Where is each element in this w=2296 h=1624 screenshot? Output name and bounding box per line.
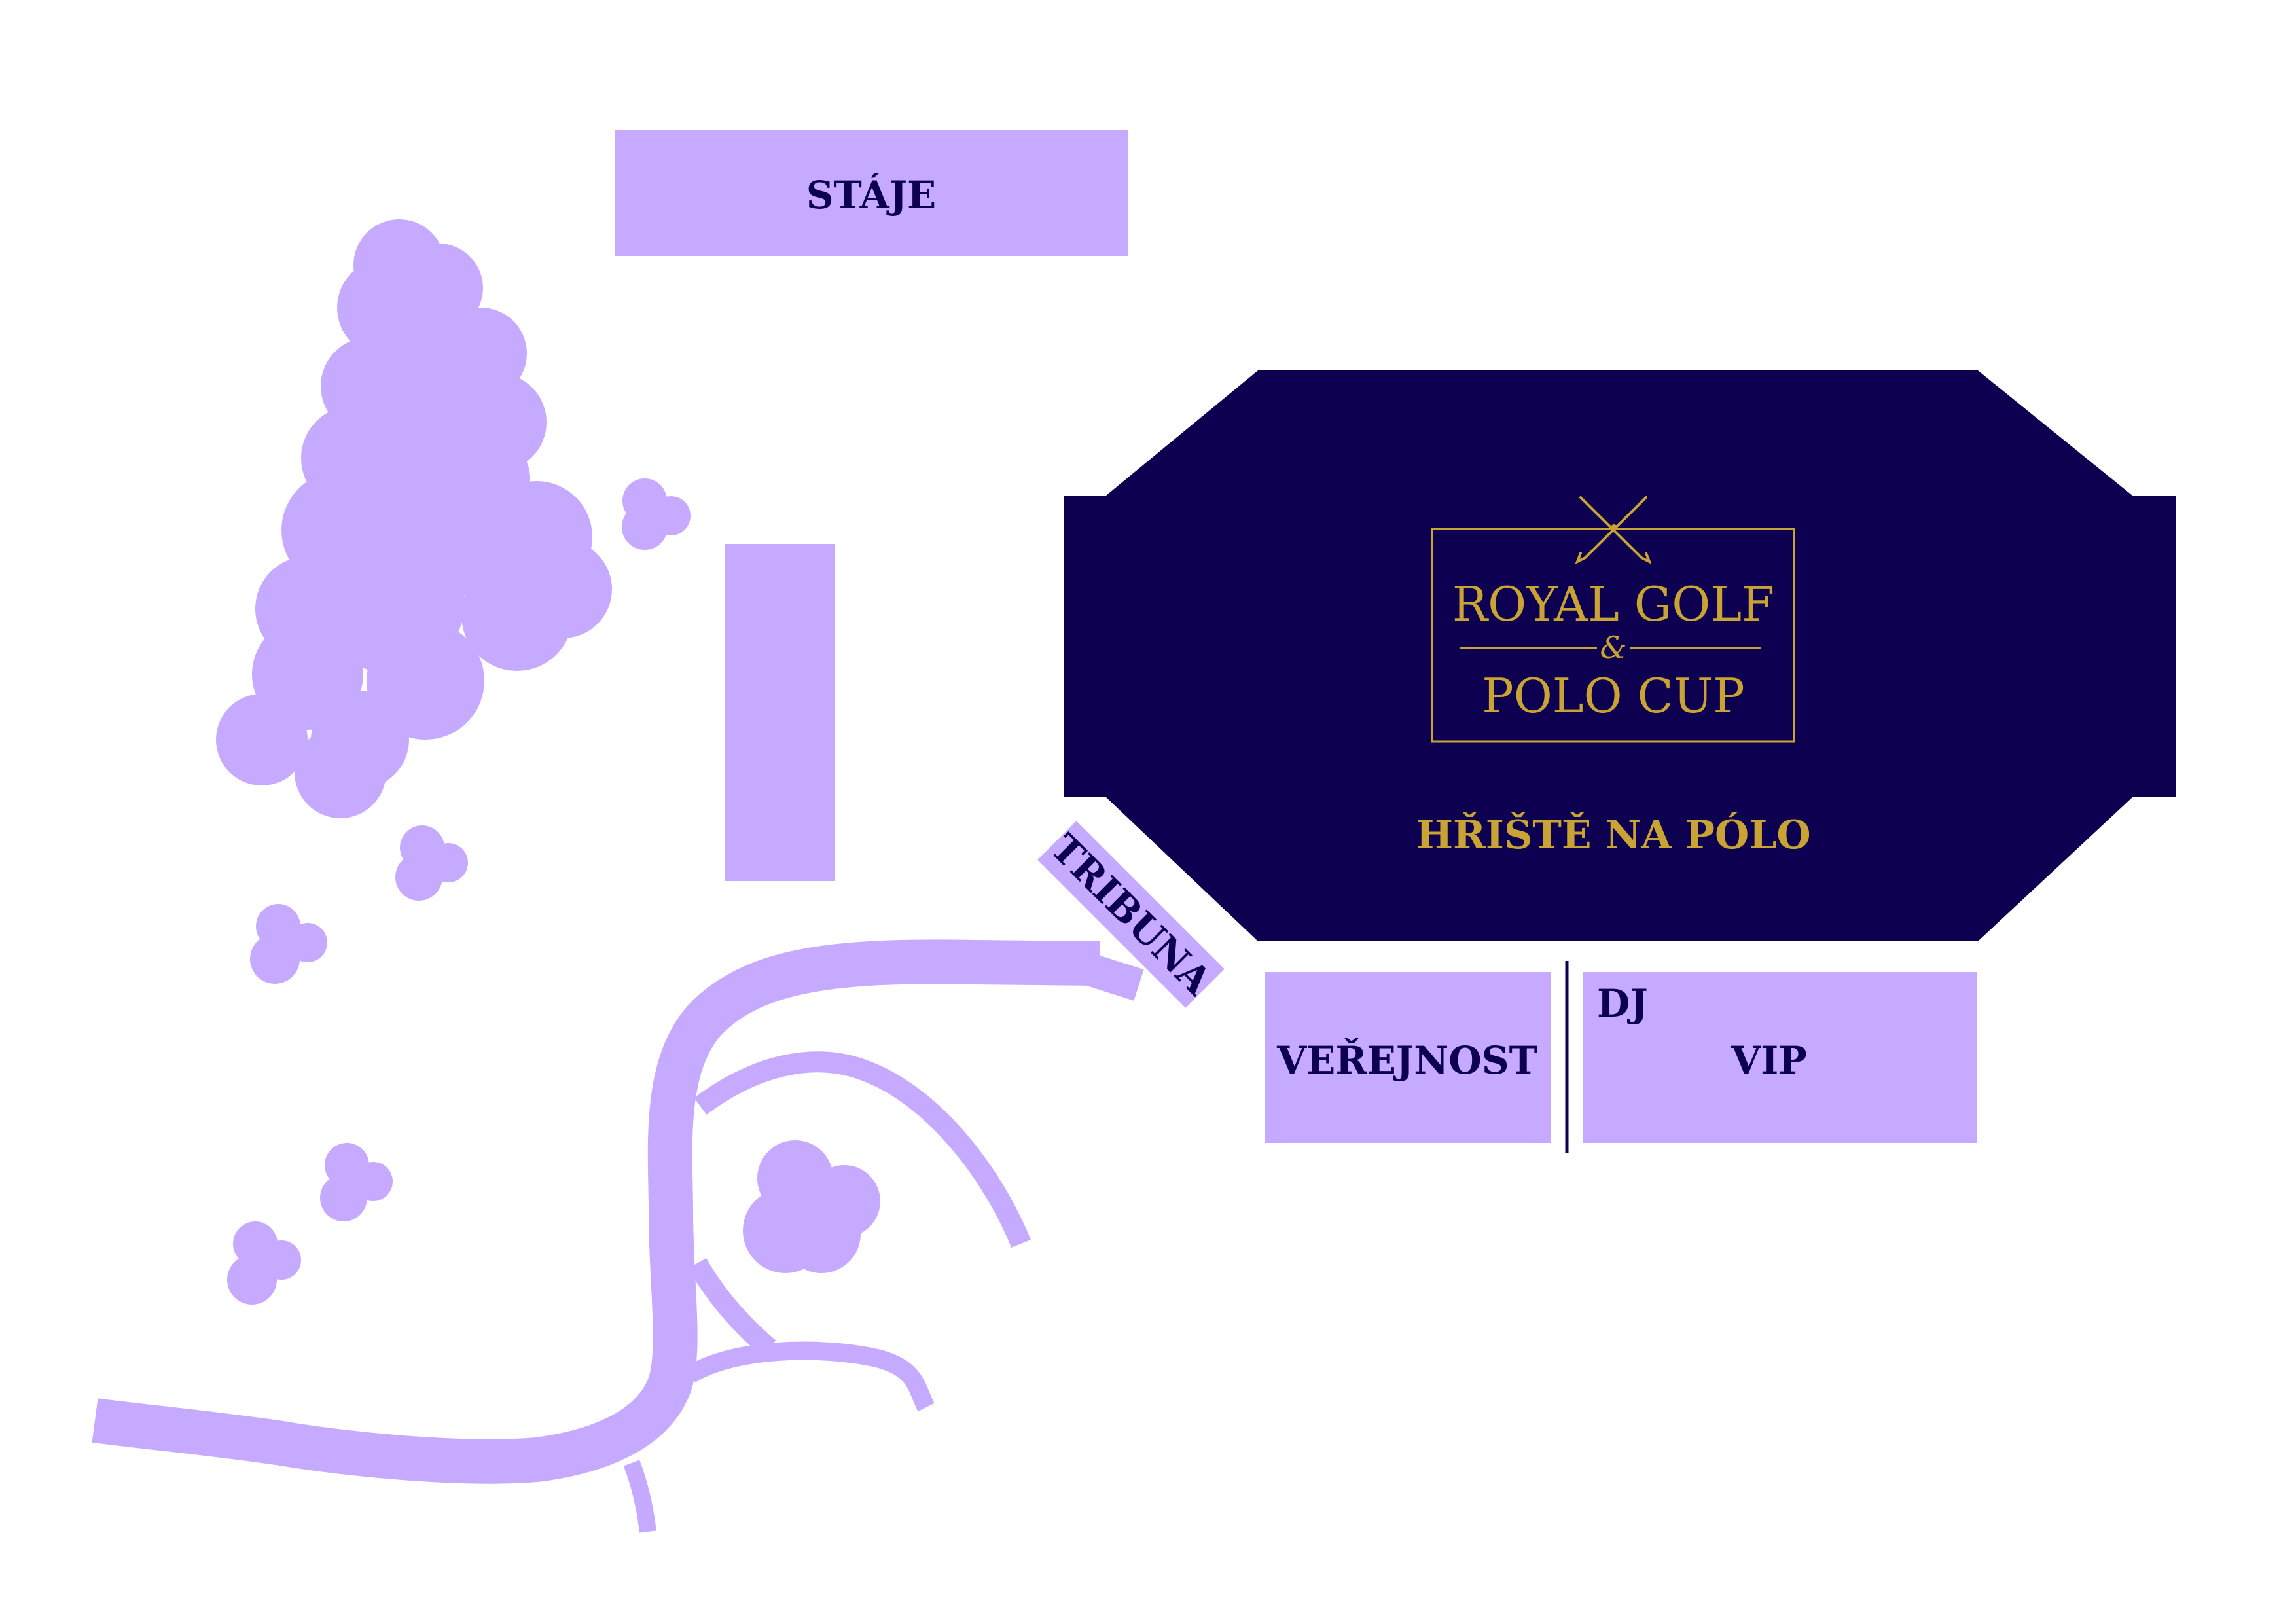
- polo-field-label: HŘIŠTĚ NA PÓLO: [1416, 812, 1810, 858]
- branch-path-east: [694, 1051, 1031, 1248]
- crossed-golf-clubs-icon: [1575, 496, 1652, 565]
- tribune-stand: [1037, 821, 1225, 1008]
- public-area-label: VEŘEJNOST: [1276, 1038, 1537, 1083]
- event-logo: ROYAL GOLF & POLO CUP: [1431, 496, 1795, 743]
- stables-building: [615, 130, 1128, 256]
- logo-line-2: POLO CUP: [1482, 668, 1744, 723]
- branch-path-middle: [688, 1257, 776, 1357]
- tree-small-2: [395, 825, 468, 901]
- tree-medium: [743, 1140, 880, 1273]
- vip-area: [1583, 972, 1977, 1143]
- polo-field: ROYAL GOLF & POLO CUP HŘIŠTĚ NA PÓLO: [1064, 370, 2176, 941]
- logo-ampersand: &: [1600, 630, 1627, 665]
- main-path-end: [1062, 947, 1144, 1001]
- tree-small-5: [227, 1221, 301, 1305]
- paths: [92, 939, 1144, 1533]
- dj-label: DJ: [1597, 981, 1648, 1026]
- tree-small-1: [622, 478, 691, 550]
- stables-label: STÁJE: [806, 173, 937, 217]
- vip-label: VIP: [1731, 1038, 1807, 1083]
- polo-field-shape: [1064, 370, 2176, 941]
- branch-path-south-east: [685, 1341, 935, 1412]
- main-path: [92, 939, 1100, 1484]
- unlabeled-building: [725, 544, 835, 881]
- branch-path-south: [623, 1460, 656, 1533]
- tree-small-4: [320, 1143, 393, 1221]
- public-area: [1265, 972, 1551, 1143]
- tree-small-3: [250, 904, 327, 984]
- tree-cluster-large: [216, 219, 612, 818]
- logo-line-1: ROYAL GOLF: [1452, 577, 1774, 632]
